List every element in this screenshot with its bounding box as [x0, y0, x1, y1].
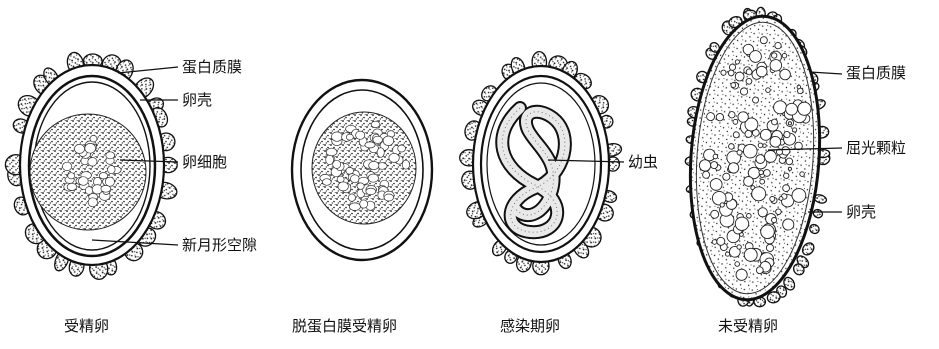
label-refractive-granules: 屈光颗粒 [846, 139, 906, 157]
label-larva: 幼虫 [628, 153, 658, 171]
label-protein-coat: 蛋白质膜 [182, 58, 242, 76]
caption-unfertilized-egg: 未受精卵 [718, 317, 778, 335]
decorticated-egg [292, 80, 432, 260]
caption-embryonated-egg: 感染期卵 [500, 317, 560, 335]
fertilized-egg [5, 51, 178, 280]
label-egg-cell: 卵细胞 [182, 153, 227, 171]
label-eggshell: 卵壳 [182, 91, 212, 109]
unfertilized-egg [681, 7, 830, 307]
label-protein-coat-unfertilized: 蛋白质膜 [846, 64, 906, 82]
label-crescent-space: 新月形空隙 [182, 236, 257, 254]
caption-fertilized-egg: 受精卵 [64, 317, 109, 335]
embryonated-egg [459, 51, 622, 274]
caption-decorticated-egg: 脱蛋白膜受精卵 [292, 317, 397, 335]
label-eggshell-unfertilized: 卵壳 [846, 203, 876, 221]
